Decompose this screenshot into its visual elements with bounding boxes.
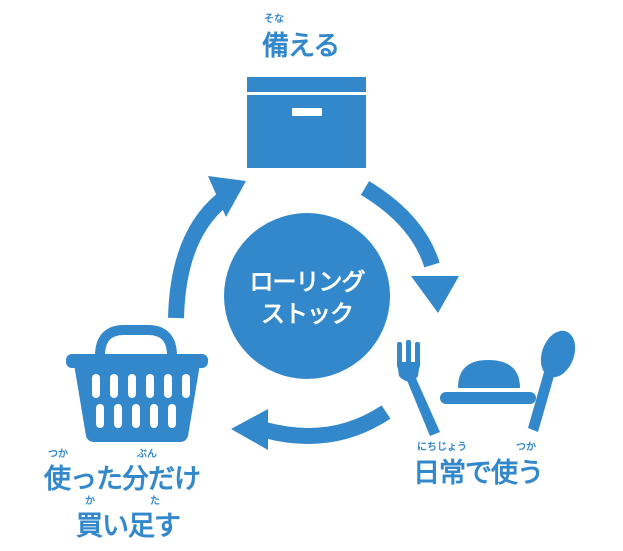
arrow-replenish-to-prepare — [168, 193, 228, 319]
fork-icon — [397, 340, 440, 436]
center-text-line1: ローリング — [249, 268, 366, 296]
replenish-label-line1: 使った分だけ — [44, 464, 201, 495]
center-text-line2: ストック — [261, 300, 354, 328]
use-ruby-tsuka: つか — [516, 442, 536, 453]
replenish-ruby-ka: か — [85, 496, 95, 507]
use-label: 日常で使う — [413, 458, 544, 489]
arrowhead-prepare — [208, 176, 246, 217]
spoon-icon — [528, 330, 576, 432]
arrow-use-to-replenish — [262, 405, 391, 444]
replenish-ruby-ta: た — [150, 496, 160, 507]
use-ruby-nichijou: にちじょう — [417, 442, 467, 453]
arrowheads — [208, 176, 459, 450]
box-icon — [247, 77, 366, 168]
arrowhead-replenish — [231, 409, 268, 450]
basket-icon — [66, 325, 208, 442]
replenish-label-line2: 買い足す — [76, 511, 181, 542]
covered-dish-icon — [440, 360, 536, 404]
replenish-ruby-tsuka: つか — [48, 449, 68, 460]
prepare-label: 備える — [262, 31, 340, 62]
replenish-ruby-bun: ぶん — [137, 449, 157, 460]
prepare-ruby: そな — [264, 14, 284, 25]
arrowhead-use — [411, 276, 459, 313]
dining-icon — [397, 330, 576, 436]
center-circle — [224, 213, 390, 379]
arrow-prepare-to-use — [360, 181, 440, 268]
cycle-arrows — [168, 181, 440, 444]
